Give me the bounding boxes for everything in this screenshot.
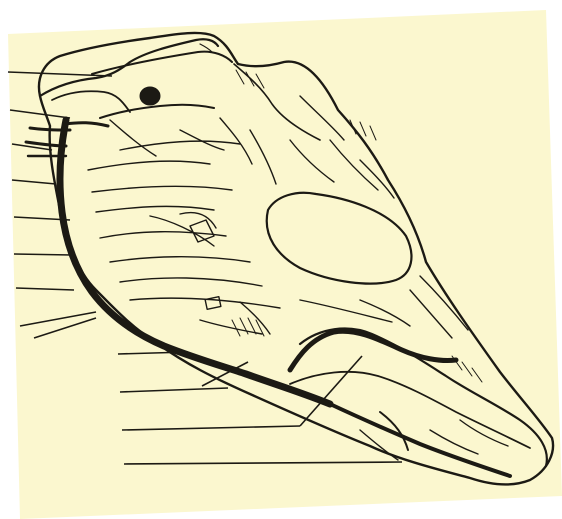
leader-line-6: [14, 254, 72, 255]
paper-sheet: [8, 10, 562, 519]
dark-spot: [140, 87, 160, 105]
